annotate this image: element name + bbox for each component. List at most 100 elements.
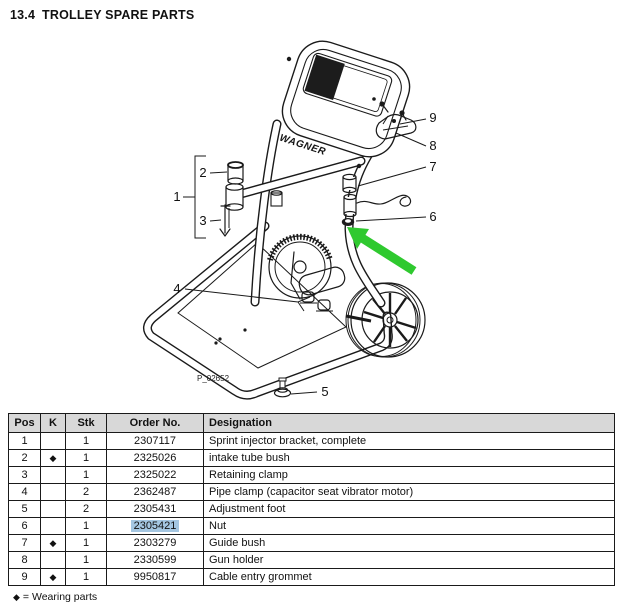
callout-line-6 <box>355 216 427 222</box>
cell-order_no: 2330599 <box>106 551 204 569</box>
page-title: 13.4 TROLLEY SPARE PARTS <box>10 8 194 22</box>
green-highlight-arrow <box>347 227 417 275</box>
cell-k <box>40 500 66 518</box>
base-frame <box>143 221 393 400</box>
highlighted-order-no: 2305421 <box>130 520 180 532</box>
callout-1: 1 <box>173 189 180 204</box>
frame-screw-dot2 <box>356 163 362 169</box>
callout-line-3 <box>209 219 222 222</box>
cell-stk: 1 <box>65 432 107 450</box>
guide-bushes-right-leg <box>342 173 357 218</box>
cell-designation: Adjustment foot <box>203 500 615 518</box>
cell-designation: Cable entry grommet <box>203 568 615 586</box>
cell-order_no: 2303279 <box>106 534 204 552</box>
cell-order_no: 2305421 <box>106 517 204 535</box>
section-title: TROLLEY SPARE PARTS <box>42 8 195 22</box>
cell-stk: 2 <box>65 483 107 501</box>
cell-order_no: 2307117 <box>106 432 204 450</box>
callout-line-5 <box>290 391 318 395</box>
section-number: 13.4 <box>10 8 36 22</box>
cell-pos: 1 <box>8 432 41 450</box>
base-platform <box>177 242 347 369</box>
cell-k <box>40 551 66 569</box>
cell-designation: Retaining clamp <box>203 466 615 484</box>
cell-order_no: 2325022 <box>106 466 204 484</box>
cell-k: ◆ <box>40 449 66 467</box>
header-k: K <box>40 413 66 433</box>
cell-designation: Gun holder <box>203 551 615 569</box>
cell-stk: 2 <box>65 500 107 518</box>
cell-pos: 7 <box>8 534 41 552</box>
cell-k: ◆ <box>40 534 66 552</box>
pipe-clamps <box>300 291 333 312</box>
figure-code: P_02652 <box>197 374 230 383</box>
header-pos: Pos <box>8 413 41 433</box>
right-wheel <box>345 282 426 358</box>
header-designation: Designation <box>203 413 615 433</box>
left-leg-bush <box>270 190 283 207</box>
diamond-icon: ◆ <box>13 592 20 602</box>
cell-pos: 8 <box>8 551 41 569</box>
cell-pos: 3 <box>8 466 41 484</box>
cell-pos: 9 <box>8 568 41 586</box>
callout-5: 5 <box>321 384 328 399</box>
handle-grip-pad <box>304 54 345 101</box>
wearing-parts-legend: ◆= Wearing parts <box>13 591 97 603</box>
cell-stk: 1 <box>65 551 107 569</box>
cell-pos: 6 <box>8 517 41 535</box>
cell-designation: Pipe clamp (capacitor seat vibrator moto… <box>203 483 615 501</box>
cell-k <box>40 466 66 484</box>
callout-3: 3 <box>199 213 206 228</box>
vibrator-motor-assembly <box>290 251 372 323</box>
cell-order_no: 2325026 <box>106 449 204 467</box>
cell-order_no: 2362487 <box>106 483 204 501</box>
legend-text: = Wearing parts <box>22 591 98 603</box>
retaining-clamp-pin <box>219 204 231 237</box>
cell-k: ◆ <box>40 568 66 586</box>
callout-8: 8 <box>429 138 436 153</box>
callout-line-7 <box>357 166 427 187</box>
cell-stk: 1 <box>65 466 107 484</box>
holder-hook <box>356 194 412 207</box>
handle-frame: WAGNER <box>278 40 411 158</box>
cell-k <box>40 517 66 535</box>
cell-stk: 1 <box>65 517 107 535</box>
callout-lines <box>183 118 427 395</box>
table-header-row: Pos K Stk Order No. Designation <box>8 413 615 433</box>
callout-line-4 <box>184 288 299 303</box>
callout-2: 2 <box>199 165 206 180</box>
intake-tube-bushes <box>225 161 244 211</box>
cell-k <box>40 432 66 450</box>
callout-6: 6 <box>429 209 436 224</box>
cell-designation: Guide bush <box>203 534 615 552</box>
callout-7: 7 <box>429 159 436 174</box>
cell-designation: intake tube bush <box>203 449 615 467</box>
cell-order_no: 9950817 <box>106 568 204 586</box>
cell-stk: 1 <box>65 534 107 552</box>
callout-line-9 <box>399 118 427 125</box>
cell-k <box>40 483 66 501</box>
adjustment-foot <box>273 377 292 398</box>
nut-item <box>341 218 355 226</box>
cell-pos: 2 <box>8 449 41 467</box>
callout-line-2 <box>209 171 228 174</box>
callout-4: 4 <box>173 281 180 296</box>
header-order-no: Order No. <box>106 413 204 433</box>
callout-line-8 <box>395 132 427 147</box>
cell-designation: Sprint injector bracket, complete <box>203 432 615 450</box>
cell-stk: 1 <box>65 568 107 586</box>
table-row: 6 1 2305421 Nut <box>8 517 615 535</box>
cell-pos: 4 <box>8 483 41 501</box>
cell-designation: Nut <box>203 517 615 535</box>
callout-9: 9 <box>429 110 436 125</box>
